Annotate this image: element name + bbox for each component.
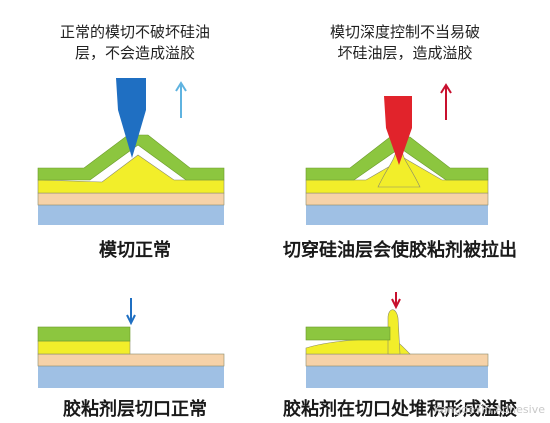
panel-1-description-line-2: 层，不会造成溢胶 — [74, 44, 195, 62]
panel-1-silicone-layer — [37, 192, 225, 206]
panel-2-base-layer — [306, 205, 488, 225]
panel-3-silicone-layer — [37, 353, 225, 367]
panel-1-blade — [116, 78, 146, 158]
watermark: Kangdexin Adhesive — [433, 403, 545, 416]
panel-4-adhesive-ooze — [387, 309, 401, 355]
panel-3-title: 胶粘剂层切口正常 — [63, 399, 207, 420]
panel-3-figure — [37, 298, 225, 388]
panel-2-face-layer — [305, 136, 489, 181]
panel-2-silicone-layer — [305, 192, 489, 206]
panel-4-face-layer — [305, 326, 391, 341]
panel-1-description: 正常的模切不破坏硅油 层，不会造成溢胶 — [20, 22, 250, 64]
panel-1-title: 模切正常 — [99, 240, 171, 261]
panel-4-down-arrow — [391, 292, 401, 310]
panel-2-up-arrow — [440, 83, 452, 120]
panel-1-description-line-1: 正常的模切不破坏硅油 — [59, 23, 210, 41]
panel-3-base-layer — [38, 366, 224, 388]
panel-2-description-line-2: 坏硅油层，造成溢胶 — [337, 44, 473, 62]
panel-2-figure — [305, 83, 489, 225]
panel-4-silicone-layer — [305, 353, 489, 367]
panel-2-description: 模切深度控制不当易破 坏硅油层，造成溢胶 — [290, 22, 520, 64]
panel-1-face-layer — [37, 134, 225, 181]
panel-1-base-layer — [38, 205, 224, 225]
panel-3-down-arrow — [126, 298, 136, 326]
panel-3-face-layer — [37, 326, 131, 342]
panel-1-figure — [37, 78, 225, 225]
panel-2-title: 切穿硅油层会使胶粘剂被拉出 — [283, 240, 517, 261]
panel-2-blade — [384, 96, 412, 165]
panel-4-title: 胶粘剂在切口处堆积形成溢胶 — [283, 399, 517, 420]
panel-4-base-layer — [306, 366, 488, 388]
panel-2-description-line-1: 模切深度控制不当易破 — [329, 23, 480, 41]
panel-4-figure — [305, 292, 489, 388]
panel-1-up-arrow — [175, 81, 187, 118]
panel-3-adhesive-layer — [37, 340, 131, 355]
